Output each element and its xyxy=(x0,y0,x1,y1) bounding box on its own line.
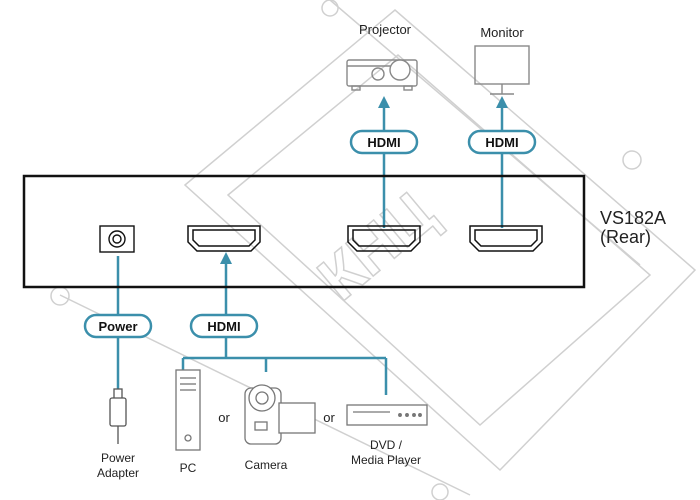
cable-lines xyxy=(116,104,504,395)
pill-frame xyxy=(349,129,419,155)
power-adapter-plug-icon xyxy=(109,388,127,444)
hdmi-label: HDMI xyxy=(485,135,518,150)
dvd-button xyxy=(418,413,422,417)
power-jack-pin xyxy=(112,234,122,244)
arrow-up-icon xyxy=(496,96,508,108)
dvd-body xyxy=(346,404,428,426)
hdmi-port-inner xyxy=(352,229,416,247)
hdmi-port-outer xyxy=(187,225,261,252)
watermark-outer-frame xyxy=(183,9,697,472)
hdmi-label: HDMI xyxy=(367,135,400,150)
hdmi-label: HDMI xyxy=(207,319,240,334)
hdmi-port-inner xyxy=(192,229,256,247)
camera-label: Camera xyxy=(245,458,288,472)
power-pill: Power xyxy=(83,313,153,339)
projector-label: Projector xyxy=(359,22,412,37)
watermark-circle xyxy=(321,0,339,17)
watermark-circle xyxy=(431,483,449,500)
power-adapter-label-1: Power xyxy=(101,451,135,465)
dvd-label-2: Media Player xyxy=(351,453,421,467)
watermark-inner-frame xyxy=(226,54,652,427)
power-jack xyxy=(99,225,135,253)
hdmi-ports xyxy=(187,225,543,252)
pc-label: PC xyxy=(180,461,197,475)
camera-icon xyxy=(244,384,316,445)
arrow-up-icon xyxy=(378,96,390,108)
hdmi-port-outer xyxy=(469,225,543,252)
pill-frame xyxy=(189,313,259,339)
watermark-circle xyxy=(622,150,642,170)
hdmi-port-output-2 xyxy=(469,225,543,252)
power-jack-ring xyxy=(108,230,126,248)
pill-frame xyxy=(83,313,153,339)
projector-lens-small xyxy=(371,67,385,81)
hdmi-port-outer xyxy=(347,225,421,252)
device-view-label: (Rear) xyxy=(600,227,651,247)
dvd-player-icon xyxy=(346,404,428,426)
projector-foot xyxy=(403,85,413,91)
hdmi-pill-monitor: HDMI xyxy=(467,129,537,155)
hdmi-port-output-1 xyxy=(347,225,421,252)
projector-lens xyxy=(389,59,411,81)
hdmi-port-inner xyxy=(474,229,538,247)
projector-body xyxy=(346,59,418,87)
hdmi-pill-projector: HDMI xyxy=(349,129,419,155)
power-label: Power xyxy=(98,319,137,334)
hdmi-port-input xyxy=(187,225,261,252)
or-label: or xyxy=(218,410,230,425)
pc-power-button xyxy=(184,434,192,442)
plug-body xyxy=(109,397,127,427)
camera-grip xyxy=(254,421,268,431)
device-rear-panel xyxy=(22,174,586,289)
power-jack-housing xyxy=(99,225,135,253)
camera-lens-inner xyxy=(255,391,269,405)
pc-tower-icon xyxy=(175,369,201,451)
dvd-button xyxy=(398,413,402,417)
dvd-label-1: DVD / xyxy=(370,438,403,452)
hdmi-pill-input: HDMI xyxy=(189,313,259,339)
arrow-up-icon xyxy=(220,252,232,264)
camera-screen xyxy=(278,402,316,434)
projector-foot xyxy=(351,85,361,91)
or-label: or xyxy=(323,410,335,425)
device-model-label: VS182A xyxy=(600,208,666,228)
dvd-button xyxy=(405,413,409,417)
pill-frame xyxy=(467,129,537,155)
monitor-screen xyxy=(474,45,530,85)
power-adapter-label-2: Adapter xyxy=(97,466,139,480)
dvd-button xyxy=(412,413,416,417)
watermark-circle xyxy=(50,286,70,306)
monitor xyxy=(474,45,530,95)
arrowheads xyxy=(220,96,508,264)
projector xyxy=(346,59,418,91)
monitor-label: Monitor xyxy=(480,25,524,40)
